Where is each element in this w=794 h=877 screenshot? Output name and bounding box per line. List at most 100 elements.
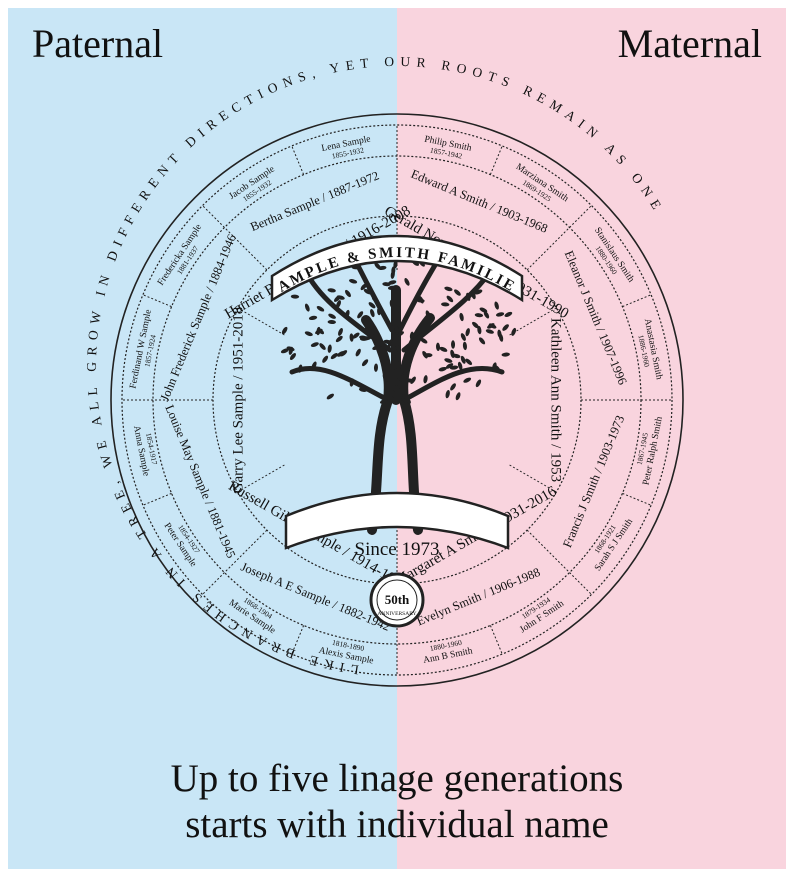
leaf-mark (418, 295, 424, 304)
leaf-mark (404, 278, 410, 286)
ring1-person-name: Kathleen Ann Smith / 1953 (548, 318, 564, 482)
leaf-mark (361, 359, 369, 367)
leaf-mark (454, 289, 461, 296)
leaf-mark (465, 358, 473, 365)
badge-top-text: 50th (385, 592, 410, 607)
leaf-mark (319, 343, 326, 350)
leaf-mark (393, 260, 398, 269)
leaf-mark (358, 387, 368, 392)
leaf-mark (280, 348, 289, 354)
leaf-mark (345, 309, 350, 319)
leaf-mark (327, 320, 336, 325)
leaf-mark (289, 353, 297, 361)
leaf-mark (391, 390, 396, 399)
leaf-mark (475, 379, 482, 388)
leaf-mark (474, 313, 484, 318)
leaf-mark (362, 336, 372, 341)
leaf-mark (330, 353, 338, 360)
leaf-mark (479, 307, 488, 313)
divider-line (509, 464, 557, 493)
leaf-mark (511, 327, 517, 336)
leaf-mark (336, 300, 342, 309)
leaf-mark (445, 363, 454, 369)
divider-line (509, 307, 557, 336)
leaf-mark (327, 344, 332, 353)
maternal-background (397, 8, 786, 869)
leaf-mark (455, 392, 461, 401)
divider-line (291, 145, 305, 175)
leaf-mark (377, 306, 382, 316)
leaf-mark (335, 335, 343, 343)
badge-bottom-text: ANNIVERSARY (377, 611, 416, 617)
leaf-mark (379, 398, 388, 404)
leaf-mark (286, 346, 295, 352)
leaf-mark (304, 331, 313, 337)
divider-line (526, 227, 570, 271)
caption: Up to five linage generations starts wit… (0, 756, 794, 848)
divider-line (622, 294, 652, 308)
leaf-mark (444, 286, 453, 292)
leaf-mark (371, 296, 380, 303)
leaf-mark (382, 374, 389, 382)
leaf-mark (396, 304, 401, 313)
leaf-mark (373, 363, 378, 372)
leaf-mark (459, 312, 464, 322)
ring2-person-name: Francis J Smith / 1903-1973 (560, 413, 627, 549)
leaf-mark (403, 370, 409, 379)
leaf-mark (477, 325, 482, 335)
leaf-mark (451, 340, 456, 349)
divider-line (526, 529, 570, 573)
leaf-mark (326, 393, 334, 400)
leaf-mark (425, 310, 431, 319)
leaf-mark (357, 311, 364, 319)
leaf-mark (382, 282, 391, 287)
leaf-mark (457, 361, 463, 370)
leaf-mark (504, 311, 513, 317)
leaf-mark (393, 368, 402, 373)
leaf-mark (327, 288, 336, 293)
leaf-mark (396, 331, 404, 337)
leaf-mark (488, 323, 497, 329)
leaf-mark (472, 321, 479, 329)
leaf-mark (370, 309, 375, 318)
maternal-header: Maternal (617, 21, 762, 66)
leaf-mark (450, 383, 456, 391)
leaf-mark (338, 328, 343, 336)
leaf-mark (405, 378, 414, 383)
leaf-mark (395, 354, 402, 363)
leaf-mark (495, 312, 505, 317)
divider-line (489, 625, 503, 655)
divider-line (569, 205, 592, 228)
leaf-mark (397, 380, 402, 389)
since-ribbon: Since 1973 (284, 491, 510, 560)
leaf-mark (298, 364, 303, 373)
leaf-mark (423, 375, 428, 384)
leaf-mark (452, 353, 461, 359)
leaf-mark (498, 333, 504, 342)
leaf-mark (366, 327, 374, 335)
leaf-mark (349, 333, 354, 342)
leaf-mark (349, 378, 355, 387)
divider-line (489, 145, 503, 175)
leaf-mark (483, 310, 490, 319)
leaf-mark (349, 279, 358, 284)
leaf-mark (485, 329, 494, 334)
leaf-mark (438, 366, 447, 372)
caption-line-2: starts with individual name (185, 803, 609, 846)
leaf-mark (322, 355, 329, 363)
leaf-mark (316, 326, 321, 336)
since-text: Since 1973 (355, 539, 440, 560)
leaf-mark (444, 358, 453, 363)
caption-line-1: Up to five linage generations (170, 757, 624, 800)
leaf-mark (394, 377, 399, 387)
divider-line (202, 572, 225, 595)
leaf-mark (378, 265, 387, 270)
paternal-background (8, 8, 397, 869)
ring-circle (110, 113, 684, 687)
leaf-mark (404, 396, 411, 404)
leaf-mark (474, 289, 483, 295)
leaf-mark (290, 294, 300, 299)
leaf-mark (372, 345, 381, 351)
leaf-mark (363, 288, 372, 295)
